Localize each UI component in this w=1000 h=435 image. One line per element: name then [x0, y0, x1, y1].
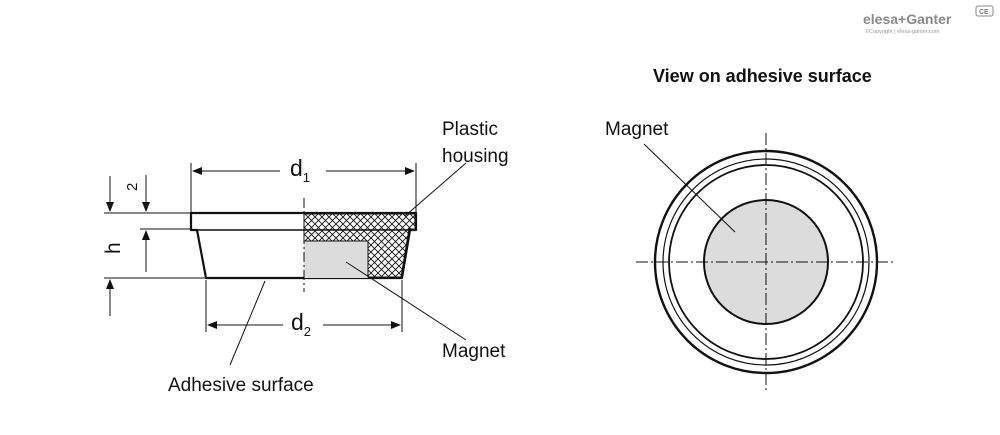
dim-label-d2-base: d	[291, 309, 304, 335]
label-magnet: Magnet	[442, 341, 506, 362]
dim-label-d2-sub: 2	[304, 324, 311, 339]
dim-label-d2: d2	[291, 309, 311, 339]
section-view: Plastic housing Magnet Adhesive surface …	[102, 119, 509, 396]
label-housing-line2: housing	[442, 146, 509, 167]
label-plastic-line1: Plastic	[442, 119, 498, 140]
top-view: View on adhesive surface Magnet	[605, 66, 893, 393]
top-view-title: View on adhesive surface	[653, 66, 872, 86]
label-adhesive-surface: Adhesive surface	[168, 375, 314, 396]
logo-text: elesa+Ganter	[863, 11, 952, 27]
ce-mark-box	[975, 5, 994, 17]
leader-plastic-housing	[404, 162, 467, 217]
logo-copyright: ©Copyright | elesa-ganter.com	[865, 28, 940, 35]
dim-label-d1: d1	[290, 155, 310, 185]
dim-label-h: h	[102, 242, 125, 254]
dim-label-2: 2	[124, 183, 141, 191]
leader-magnet	[345, 261, 467, 341]
top-view-label-magnet: Magnet	[605, 119, 669, 140]
dim-label-d1-base: d	[290, 155, 303, 181]
leader-adhesive-surface	[229, 280, 266, 366]
section-magnet	[304, 241, 368, 278]
ce-mark-text: CE	[979, 9, 989, 16]
leader-top-magnet	[643, 143, 736, 233]
section-plastic-housing	[303, 213, 416, 278]
brand-logo: elesa+Ganter ©Copyright | elesa-ganter.c…	[863, 5, 994, 35]
dim-label-d1-sub: 1	[303, 170, 310, 185]
